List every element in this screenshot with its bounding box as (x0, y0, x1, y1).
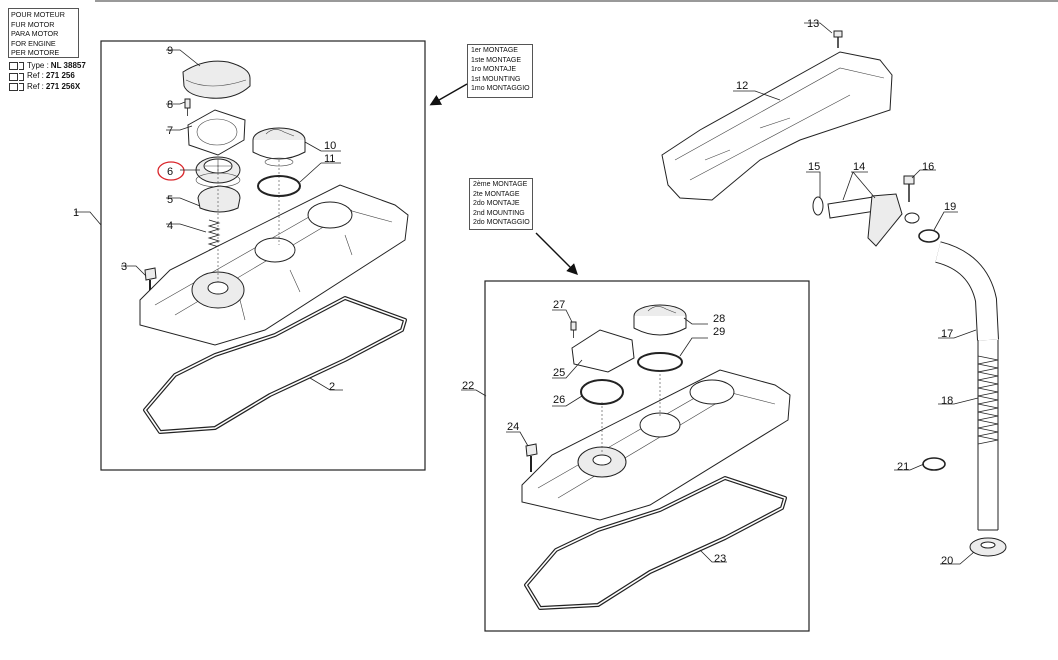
note-line: 1ro MONTAJE (471, 66, 516, 74)
engine-line: FOR ENGINE (11, 38, 56, 48)
part-12-cover (661, 51, 893, 201)
engine-line: PER MOTORE (11, 48, 60, 58)
callout-24: 24 (507, 421, 519, 433)
bracket-icon (19, 72, 24, 81)
highlight-ring (157, 161, 185, 181)
callout-1: 1 (73, 207, 79, 219)
engine-line: FUR MOTOR (11, 19, 55, 29)
reference-label: Type : (27, 61, 49, 70)
note-line: 2do MONTAJE (473, 200, 520, 208)
callout-14: 14 (853, 161, 865, 173)
part-15-clip (812, 196, 824, 216)
bracket-icon (19, 62, 24, 71)
callout-26: 26 (553, 394, 565, 406)
part-25-plate (571, 329, 635, 373)
part-14-breather-pipe (827, 193, 903, 247)
callout-12: 12 (736, 80, 748, 92)
part-24-bolt (525, 443, 538, 472)
callout-29: 29 (713, 326, 725, 338)
checkbox-icon (9, 83, 18, 92)
callout-22: 22 (462, 380, 474, 392)
part-8-screw (184, 98, 191, 116)
callout-4: 4 (167, 220, 173, 232)
note-line: 1st MOUNTING (471, 75, 521, 83)
note-line: 1mo MONTAGGIO (471, 85, 530, 93)
callout-20: 20 (941, 555, 953, 567)
arrow-first-mounting (429, 83, 468, 106)
callout-27: 27 (553, 299, 565, 311)
part-17-hose (934, 241, 999, 531)
note-line: 2ème MONTAGE (473, 181, 528, 188)
part-1-valve-cover (139, 160, 409, 346)
callout-25: 25 (553, 367, 565, 379)
reference-label: Ref : (27, 71, 44, 81)
note-line: 2do MONTAGGIO (473, 219, 530, 227)
part-22-valve-cover (521, 369, 791, 521)
callout-9: 9 (167, 45, 173, 57)
reference-ref1: Ref :271 256 (9, 71, 86, 81)
callout-19: 19 (944, 201, 956, 213)
reference-value: 271 256 (45, 71, 75, 81)
callout-23: 23 (714, 553, 726, 565)
callout-15: 15 (808, 161, 820, 173)
callout-13: 13 (807, 18, 819, 30)
part-18-hose-coil (977, 355, 999, 445)
part-23-gasket (524, 476, 787, 610)
second-mounting-note: 2ème MONTAGE 2te MONTAGE 2do MONTAJE 2nd… (469, 178, 533, 230)
callout-3: 3 (121, 261, 127, 273)
callout-17: 17 (941, 328, 953, 340)
note-line: 1er MONTAGE (471, 47, 518, 54)
second-assembly-frame (484, 280, 810, 632)
engine-line: POUR MOTEUR (11, 10, 65, 19)
callout-16: 16 (922, 161, 934, 173)
part-16-bolt (903, 175, 920, 224)
first-assembly-frame (100, 40, 426, 471)
callout-28: 28 (713, 313, 725, 325)
callout-2: 2 (329, 381, 335, 393)
callout-7: 7 (167, 125, 173, 137)
arrow-second-mounting (535, 232, 578, 275)
first-mounting-note: 1er MONTAGE 1ste MONTAGE 1ro MONTAJE 1st… (467, 44, 533, 98)
part-21-clamp (922, 457, 946, 471)
part-5-diaphragm (197, 185, 241, 213)
callout-10: 10 (324, 140, 336, 152)
bracket-icon (19, 83, 24, 92)
leader-lines (75, 22, 979, 565)
part-20-end-fitting (969, 537, 1007, 557)
part-10-oil-filler-cap (252, 127, 306, 167)
part-2-gasket (143, 296, 407, 434)
checkbox-icon (9, 72, 18, 81)
part-27-screw (570, 321, 577, 338)
note-line: 2te MONTAGE (473, 190, 520, 198)
reference-list: Type :NL 38857 Ref :271 256 Ref :271 256… (9, 61, 86, 92)
reference-label: Ref : (27, 81, 44, 91)
part-19-hose-clamp (918, 229, 940, 243)
callout-21: 21 (897, 461, 909, 473)
callout-18: 18 (941, 395, 953, 407)
engine-line: PARA MOTOR (11, 29, 59, 39)
callout-6: 6 (167, 166, 173, 178)
part-29-o-ring (637, 352, 683, 372)
reference-ref2: Ref :271 256X (9, 82, 86, 92)
reference-value: NL 38857 (50, 61, 86, 70)
note-line: 1ste MONTAGE (471, 56, 522, 64)
part-4-spring (207, 219, 221, 251)
callout-8: 8 (167, 99, 173, 111)
note-line: 2nd MOUNTING (473, 209, 525, 217)
part-9-cover-cap (182, 60, 251, 99)
part-28-oil-filler-cap (633, 304, 687, 336)
reference-type: Type :NL 38857 (9, 61, 86, 71)
checkbox-icon (9, 62, 18, 71)
engine-info-box: POUR MOTEUR FUR MOTOR PARA MOTOR FOR ENG… (8, 8, 79, 58)
callout-11: 11 (324, 153, 335, 165)
part-13-screw (833, 30, 843, 48)
reference-value: 271 256X (45, 81, 81, 91)
part-7-plate (187, 109, 246, 156)
callout-5: 5 (167, 194, 173, 206)
part-26-o-ring (580, 379, 624, 405)
